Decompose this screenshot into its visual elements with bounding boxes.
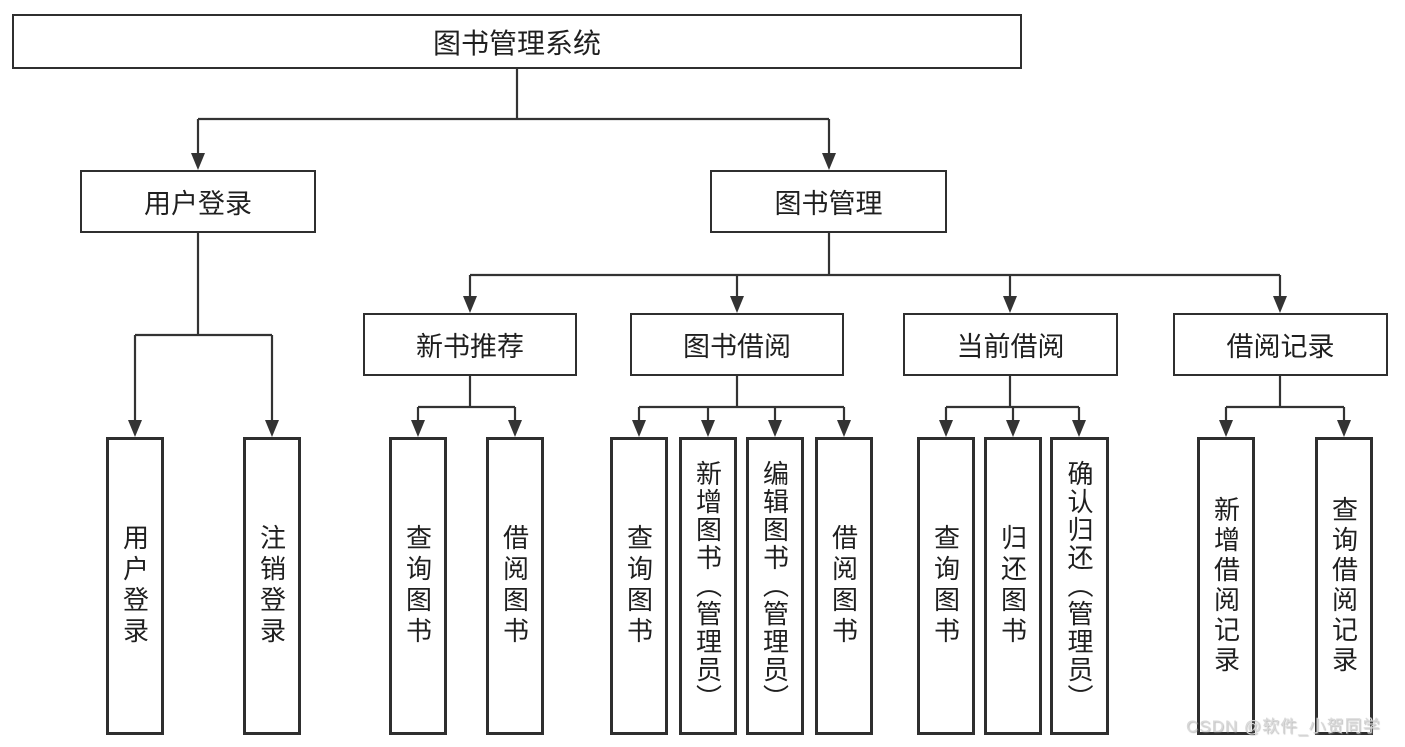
leaf-logout-login: 注销登录 (243, 437, 301, 735)
leaf-return-books: 归还图书 (984, 437, 1042, 735)
leaf-borrow-books-borrowing: 借阅图书 (815, 437, 873, 735)
node-borrowing-records: 借阅记录 (1173, 313, 1388, 376)
leaf-query-borrow-record: 查询借阅记录 (1315, 437, 1373, 735)
node-current-borrowing: 当前借阅 (903, 313, 1118, 376)
node-book-borrowing: 图书借阅 (630, 313, 844, 376)
node-library-management-system: 图书管理系统 (12, 14, 1022, 69)
leaf-confirm-return-admin: 确认归还（管理员） (1050, 437, 1109, 735)
node-user-login: 用户登录 (80, 170, 316, 233)
leaf-add-borrow-record: 新增借阅记录 (1197, 437, 1255, 735)
leaf-edit-books-admin: 编辑图书（管理员） (746, 437, 804, 735)
leaf-user-login: 用户登录 (106, 437, 164, 735)
leaf-query-books-recommend: 查询图书 (389, 437, 447, 735)
node-new-book-recommend: 新书推荐 (363, 313, 577, 376)
csdn-watermark: CSDN @软件_小贺同学 (1186, 717, 1381, 736)
leaf-add-books-admin: 新增图书（管理员） (679, 437, 737, 735)
leaf-query-books-current: 查询图书 (917, 437, 975, 735)
leaf-borrow-books-recommend: 借阅图书 (486, 437, 544, 735)
leaf-query-books-borrowing: 查询图书 (610, 437, 668, 735)
node-book-management: 图书管理 (710, 170, 947, 233)
